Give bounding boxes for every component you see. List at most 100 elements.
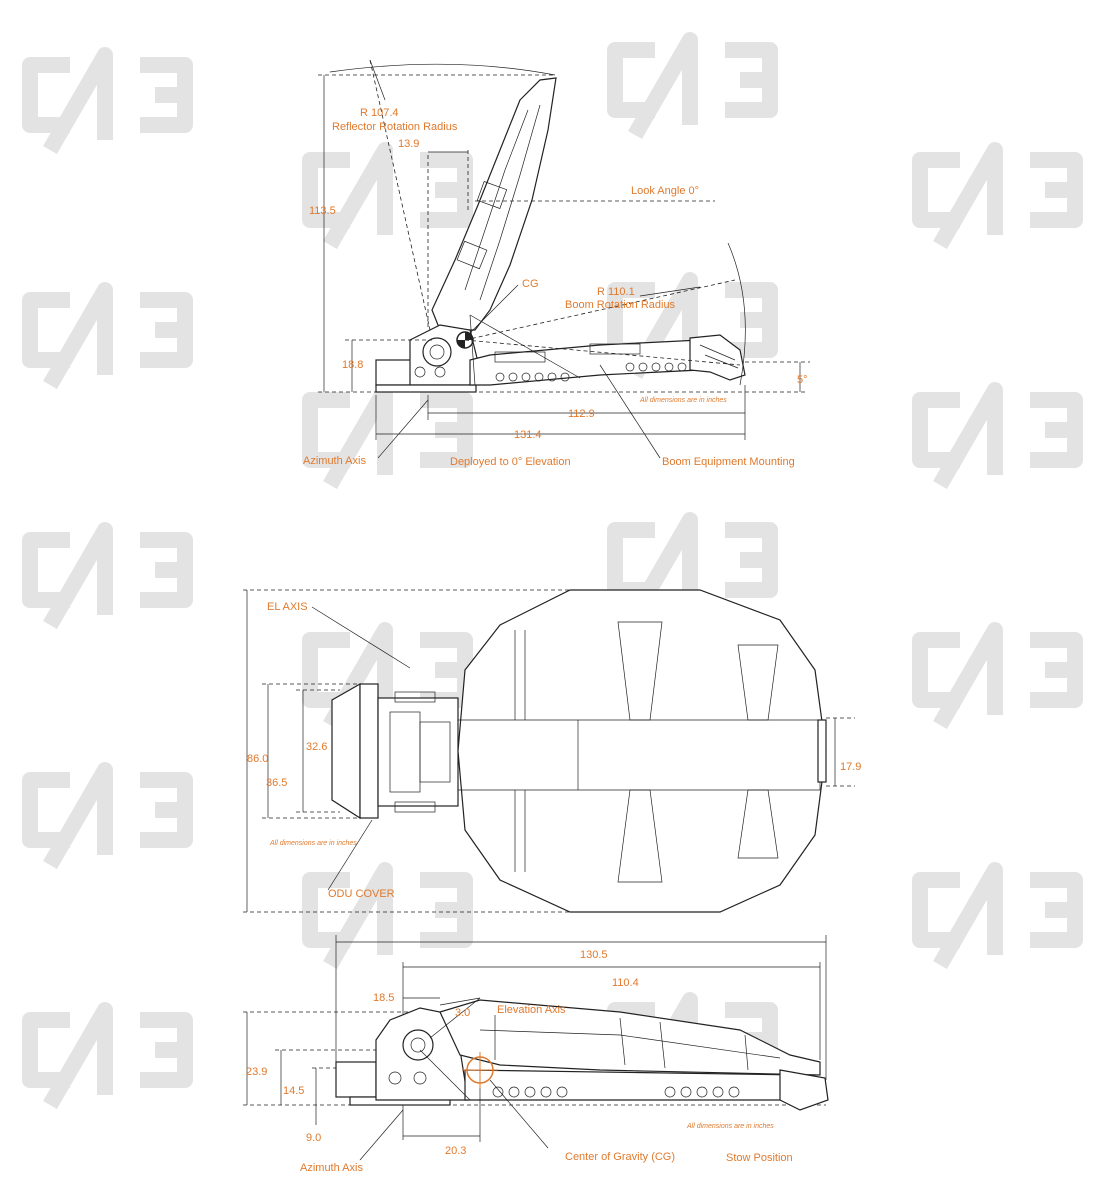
- boom-hole: [696, 1086, 708, 1098]
- units-note: All dimensions are in inches: [269, 840, 357, 847]
- reflector-rib: [479, 104, 541, 301]
- boom-hole: [534, 372, 544, 382]
- reflector-rib: [464, 109, 529, 291]
- odu-cover: [331, 682, 361, 820]
- stow-position-label: Stow Position: [726, 1152, 793, 1164]
- el-axis-label: EL AXIS: [267, 601, 308, 613]
- elevation-axis-label: Elevation Axis: [497, 1004, 566, 1016]
- boom-hole: [508, 1086, 520, 1098]
- dim-base-label: 9.0: [306, 1132, 321, 1144]
- dim-reach-label: 112.9: [568, 408, 595, 420]
- base-hole: [388, 1071, 402, 1085]
- rib: [617, 789, 663, 883]
- center-housing: [377, 697, 459, 807]
- reflector-panel: [476, 181, 508, 209]
- cg-label: CG: [522, 278, 539, 290]
- reflector-radius-leader: [369, 59, 386, 101]
- hinge: [394, 801, 436, 813]
- boom-hole: [495, 372, 505, 382]
- watermark-logo: [302, 382, 473, 490]
- boom-rotation-arc: [727, 242, 746, 386]
- elevation-axis-leader: [429, 997, 481, 1039]
- dim-length-label: 130.5: [580, 949, 608, 961]
- end-bracket: [817, 719, 827, 783]
- deployed-view: R 107.4 Reflector Rotation Radius 13.9 1…: [303, 59, 810, 468]
- boom-hole: [492, 1086, 504, 1098]
- dim-height-label: 23.9: [246, 1066, 267, 1078]
- odu-cover-label: ODU COVER: [328, 888, 395, 900]
- watermark-logo: [607, 272, 778, 380]
- watermark-logo: [22, 522, 193, 630]
- look-angle-label: Look Angle 0°: [631, 185, 699, 197]
- rib: [514, 790, 526, 872]
- dim-a-label: 18.5: [373, 992, 394, 1004]
- boom-radius-caption: Boom Rotation Radius: [565, 299, 676, 311]
- el-axis-leader: [311, 606, 411, 669]
- dim-tilt-label: 5°: [797, 374, 808, 386]
- watermark-layer: [22, 32, 1083, 1110]
- dim-length2-label: 110.4: [612, 977, 639, 989]
- watermark-logo: [22, 1002, 193, 1110]
- boom-hole: [712, 1086, 724, 1098]
- reflector-spine: [457, 719, 821, 791]
- watermark-logo: [912, 382, 1083, 490]
- base-hole: [434, 366, 446, 378]
- boom-hole: [547, 372, 557, 382]
- dim-end-label: 17.9: [840, 761, 861, 773]
- azimuth-gear-inner: [429, 344, 445, 360]
- hinge: [394, 691, 436, 703]
- boom-strut: [419, 1049, 471, 1101]
- reflector-outline: [457, 589, 827, 913]
- stow-base-block: [335, 1061, 377, 1098]
- boom-hole: [625, 362, 635, 372]
- feed-detail: [699, 344, 739, 369]
- elevation-gear-inner: [410, 1037, 426, 1053]
- cg-label: Center of Gravity (CG): [565, 1151, 675, 1163]
- watermark-logo: [302, 142, 473, 250]
- watermark-logo: [302, 622, 473, 730]
- boom-hole: [521, 372, 531, 382]
- rib: [514, 630, 526, 720]
- boom-hole: [664, 1086, 676, 1098]
- boom-radius-leader: [639, 286, 701, 297]
- boom-hole: [508, 372, 518, 382]
- boom-mounting-label: Boom Equipment Mounting: [662, 456, 795, 468]
- dim-total-label: 131.4: [514, 429, 542, 441]
- top-view: EL AXIS 86.0 32.6 36.5 17.9 All dimensio…: [243, 589, 861, 913]
- azimuth-axis-label: Azimuth Axis: [303, 455, 366, 467]
- reflector-radius-label: R 107.4: [360, 107, 399, 119]
- stow-view: 130.5 110.4 18.5 3.0 Elevation Axis 23.9…: [243, 935, 829, 1174]
- mounting-leader: [599, 364, 661, 459]
- stowed-reflector: [439, 999, 821, 1076]
- dim-b-label: 3.0: [455, 1007, 470, 1019]
- reflector-rotation-arc: [329, 63, 556, 76]
- boom-hole: [664, 362, 674, 372]
- azimuth-leader: [377, 399, 429, 459]
- rib: [617, 621, 663, 721]
- boom-hole: [556, 1086, 568, 1098]
- odu-leader: [327, 819, 373, 891]
- boom-hole: [524, 1086, 536, 1098]
- dim-height2-label: 14.5: [283, 1085, 304, 1097]
- housing-detail: [419, 721, 451, 783]
- watermark-logo: [22, 47, 193, 155]
- reflector-panel: [456, 240, 488, 270]
- stow-feed: [779, 1069, 829, 1111]
- units-note: All dimensions are in inches: [686, 1123, 774, 1130]
- boom-hole: [728, 1086, 740, 1098]
- boom-radius-label: R 110.1: [597, 286, 635, 298]
- boom-hole: [680, 1086, 692, 1098]
- dim-b-line: [439, 997, 481, 1006]
- boom-box: [494, 351, 546, 363]
- azimuth-axis-label: Azimuth Axis: [300, 1162, 363, 1174]
- azimuth-gear: [422, 337, 452, 367]
- watermark-logo: [912, 622, 1083, 730]
- boom-hole: [560, 372, 570, 382]
- cg-leader: [469, 284, 519, 334]
- watermark-logo: [912, 142, 1083, 250]
- boom-hole: [651, 362, 661, 372]
- boom-hole: [677, 362, 687, 372]
- rib: [737, 789, 779, 859]
- watermark-logo: [22, 282, 193, 390]
